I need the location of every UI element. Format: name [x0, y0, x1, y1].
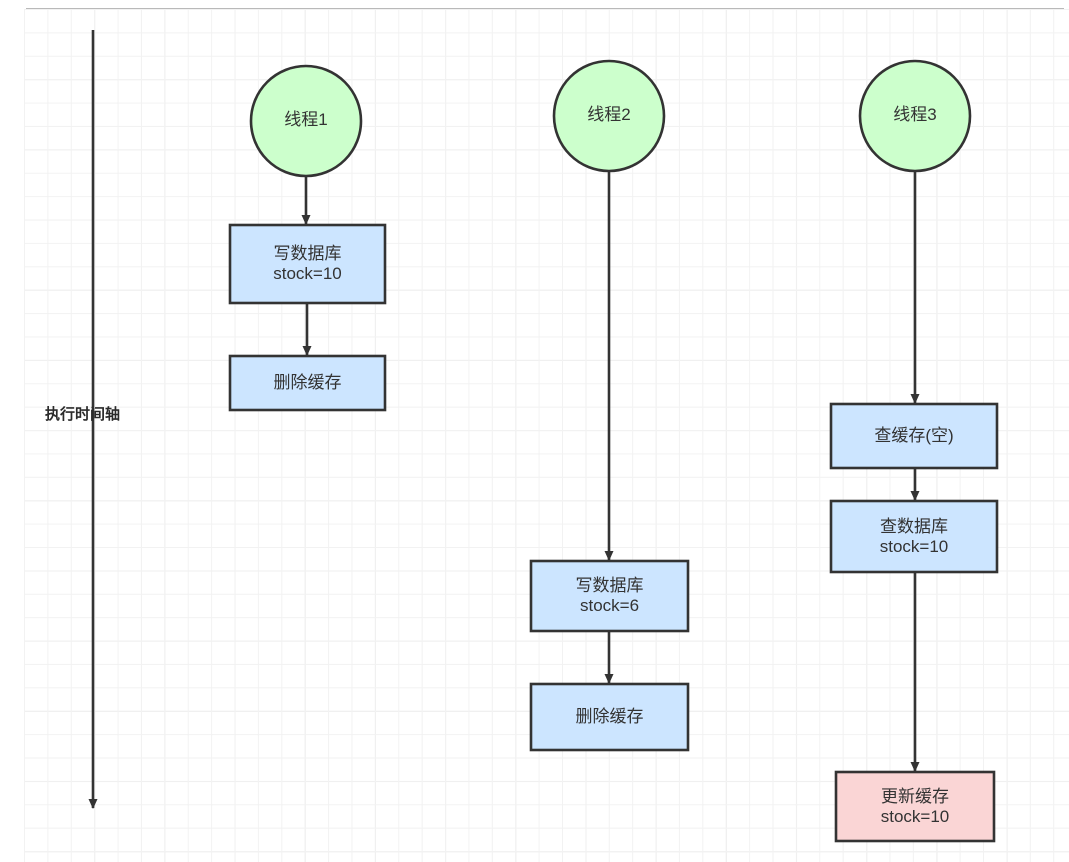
timeline-axis-label: 执行时间轴	[45, 406, 121, 423]
thread-node-thread-3[interactable]	[858, 59, 972, 173]
step-box-t3-read-db[interactable]	[829, 499, 999, 574]
step-box-t1-delete-cache[interactable]	[228, 354, 387, 412]
step-box-t3-read-cache-empty[interactable]	[829, 402, 999, 470]
node-shape-group	[228, 59, 999, 843]
connector-group	[301, 171, 920, 772]
step-box-t1-write-db[interactable]	[228, 223, 387, 305]
step-box-t2-delete-cache[interactable]	[529, 682, 690, 752]
top-rule-divider	[26, 8, 1064, 9]
thread-node-thread-2[interactable]	[552, 59, 666, 173]
thread-node-thread-1[interactable]	[249, 64, 363, 178]
step-box-t3-update-cache[interactable]	[834, 770, 996, 843]
step-box-t2-write-db[interactable]	[529, 559, 690, 633]
